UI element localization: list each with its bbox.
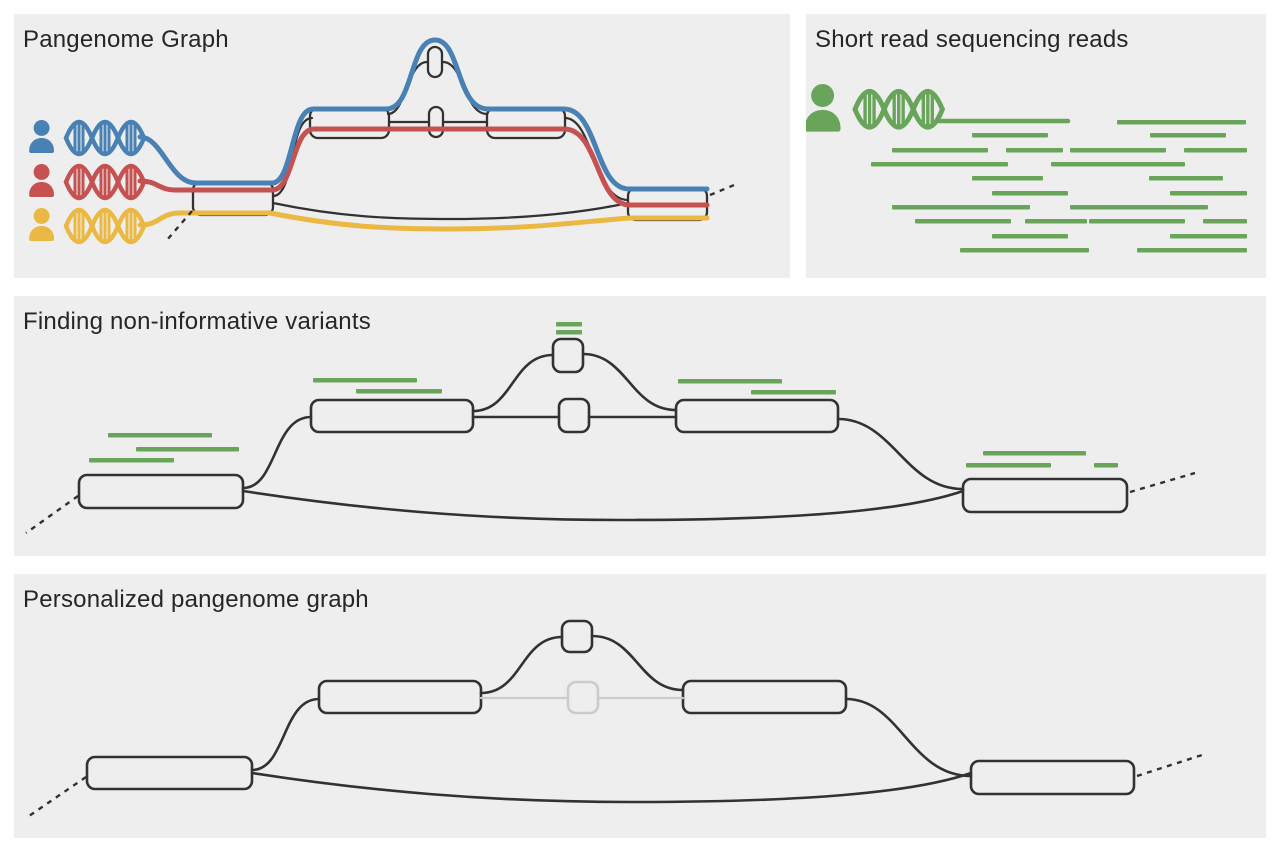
dashed-continuation-line xyxy=(28,776,87,817)
read-segment xyxy=(992,191,1068,196)
graph-node xyxy=(85,755,254,791)
read-segment xyxy=(678,379,782,384)
read-segment xyxy=(1149,176,1223,181)
haplotype-path-red xyxy=(137,126,710,208)
panel-title-personalized-graph: Personalized pangenome graph xyxy=(23,586,369,613)
graph-edge xyxy=(250,771,973,804)
graph-edge xyxy=(250,697,321,772)
person-icon xyxy=(29,164,54,197)
graph-node xyxy=(191,180,275,217)
read-segment xyxy=(1089,219,1185,224)
read-segment xyxy=(1137,248,1247,253)
graph-node xyxy=(969,759,1136,796)
read-segment xyxy=(556,330,582,335)
read-segment xyxy=(89,458,174,463)
graph-node xyxy=(551,337,585,374)
graph-edge xyxy=(836,417,965,491)
graph-node xyxy=(961,477,1129,514)
graph-node xyxy=(557,397,591,434)
read-segment xyxy=(1070,205,1208,210)
graph-node xyxy=(309,398,475,434)
panel-title-finding-variants: Finding non-informative variants xyxy=(23,308,371,335)
person-icon xyxy=(806,84,841,132)
graph-edge xyxy=(471,353,555,413)
read-segment xyxy=(1150,133,1226,138)
read-segment xyxy=(972,133,1048,138)
dashed-continuation-line xyxy=(1129,471,1196,494)
read-segment xyxy=(915,219,1011,224)
panel-personalized-pangenome-graph: Personalized pangenome graph xyxy=(14,574,1266,838)
person-icon xyxy=(29,208,54,241)
read-segment xyxy=(983,451,1086,456)
haplotype-path-yellow xyxy=(137,210,710,232)
read-segment xyxy=(556,322,582,327)
graph-edge xyxy=(581,352,678,412)
dashed-continuation-line xyxy=(1136,753,1203,778)
read-segment xyxy=(892,205,1030,210)
short-reads-drawing xyxy=(806,84,1247,253)
personalized-graph-drawing xyxy=(28,619,1203,817)
read-segment xyxy=(1070,148,1166,153)
graph-node xyxy=(681,679,848,715)
read-segment xyxy=(356,389,442,394)
read-segment xyxy=(1170,234,1247,239)
read-segment xyxy=(136,447,239,452)
panel-short-reads: Short read sequencing reads xyxy=(806,14,1266,278)
read-segment xyxy=(1203,219,1247,224)
read-segment xyxy=(1184,148,1247,153)
read-segment xyxy=(1094,463,1118,468)
graph-node xyxy=(427,105,445,139)
read-segment xyxy=(751,390,836,395)
graph-node xyxy=(674,398,840,434)
graph-node xyxy=(77,473,245,510)
read-segment xyxy=(1006,148,1063,153)
graph-edge xyxy=(241,415,313,490)
dashed-continuation-line xyxy=(166,210,193,241)
graph-node xyxy=(426,45,444,79)
finding-variants-drawing xyxy=(25,322,1196,534)
graph-edge xyxy=(271,201,630,221)
read-segment xyxy=(871,162,1008,167)
graph-node xyxy=(485,106,567,140)
panel-pangenome-graph: Pangenome Graph xyxy=(14,14,790,278)
panel-title-pangenome-graph: Pangenome Graph xyxy=(23,26,229,53)
graph-edge xyxy=(844,697,973,778)
read-segment xyxy=(313,378,417,383)
read-segment xyxy=(1025,219,1087,224)
graph-node xyxy=(308,106,391,140)
read-segment xyxy=(972,176,1043,181)
graph-node xyxy=(560,619,594,654)
dashed-continuation-line xyxy=(25,495,79,534)
graph-edge xyxy=(590,634,685,692)
read-segment xyxy=(1051,162,1185,167)
haplotype-path-blue xyxy=(137,37,710,192)
read-segment xyxy=(1170,191,1247,196)
dna-helix-icon xyxy=(852,89,945,130)
pangenome-graph-drawing xyxy=(29,37,740,245)
graph-node-muted xyxy=(566,680,600,715)
panel-finding-non-informative-variants: Finding non-informative variants xyxy=(14,296,1266,556)
dna-helix-icon xyxy=(63,119,147,157)
read-segment xyxy=(892,148,988,153)
person-icon xyxy=(29,120,54,153)
read-segment xyxy=(1117,120,1246,125)
graph-edge xyxy=(241,489,965,522)
dna-helix-icon xyxy=(63,207,147,245)
dna-helix-icon xyxy=(63,163,147,201)
read-segment xyxy=(108,433,212,438)
dashed-continuation-line xyxy=(709,181,740,197)
read-segment xyxy=(992,234,1068,239)
panel-title-short-reads: Short read sequencing reads xyxy=(815,26,1129,53)
graph-node xyxy=(317,679,483,715)
read-segment xyxy=(960,248,1089,253)
read-segment xyxy=(966,463,1051,468)
graph-edge xyxy=(479,635,564,695)
